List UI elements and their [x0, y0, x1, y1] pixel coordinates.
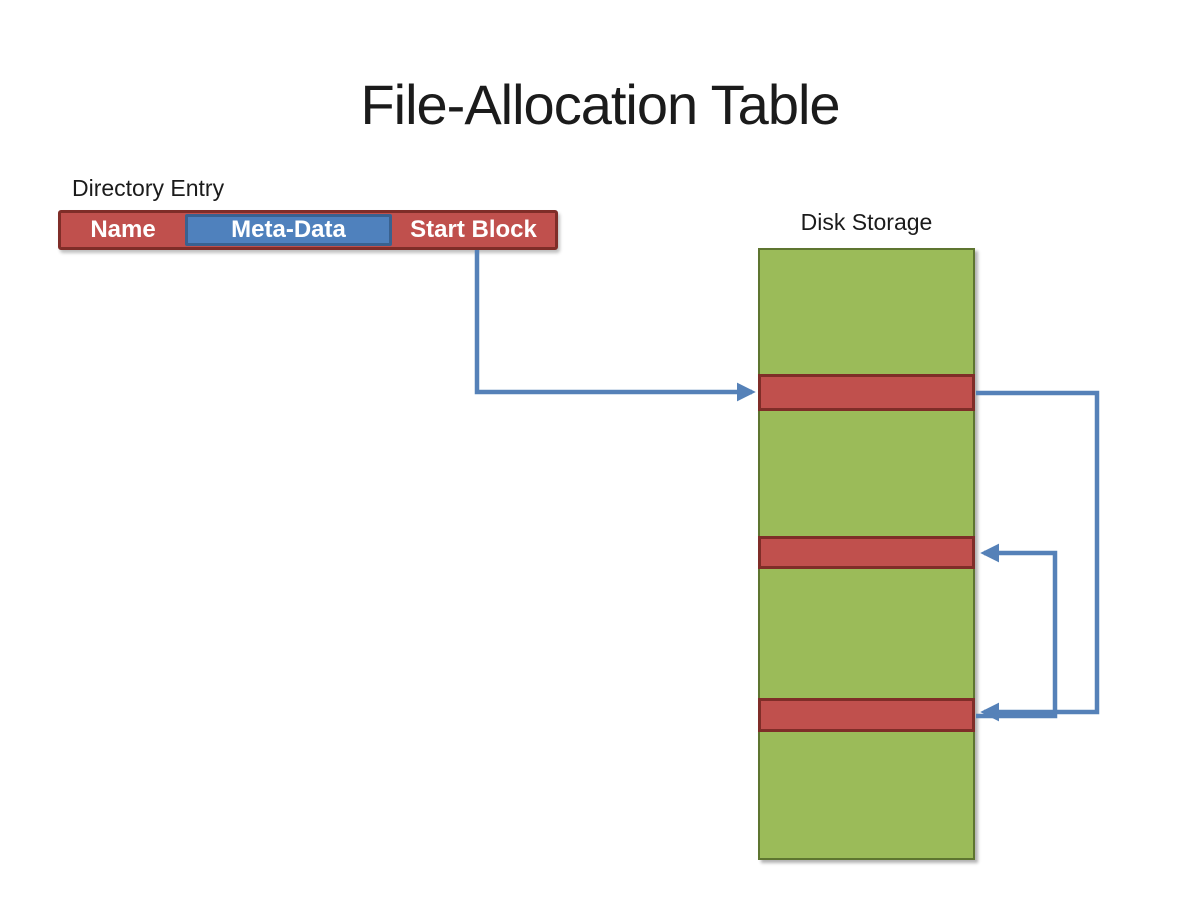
allocated-block-1 [758, 374, 975, 411]
field-start-block-label: Start Block [410, 216, 537, 243]
allocated-block-2 [758, 536, 975, 569]
disk-storage-label: Disk Storage [800, 209, 933, 235]
field-meta-data: Meta-Data [185, 214, 392, 246]
field-meta-data-label: Meta-Data [231, 216, 346, 243]
disk-storage-column [758, 248, 975, 860]
field-name: Name [61, 213, 185, 247]
directory-entry-bar: Name Meta-Data Start Block [58, 210, 558, 250]
directory-entry-label: Directory Entry [72, 175, 225, 201]
slide-title: File-Allocation Table [360, 73, 840, 136]
field-name-label: Name [90, 216, 156, 243]
arrow-block3-to-block2 [976, 543, 1058, 719]
arrow-startblock-to-block1 [474, 250, 756, 402]
allocated-block-3 [758, 698, 975, 732]
field-start-block: Start Block [392, 213, 555, 247]
arrow-block1-to-block3 [976, 390, 1100, 722]
